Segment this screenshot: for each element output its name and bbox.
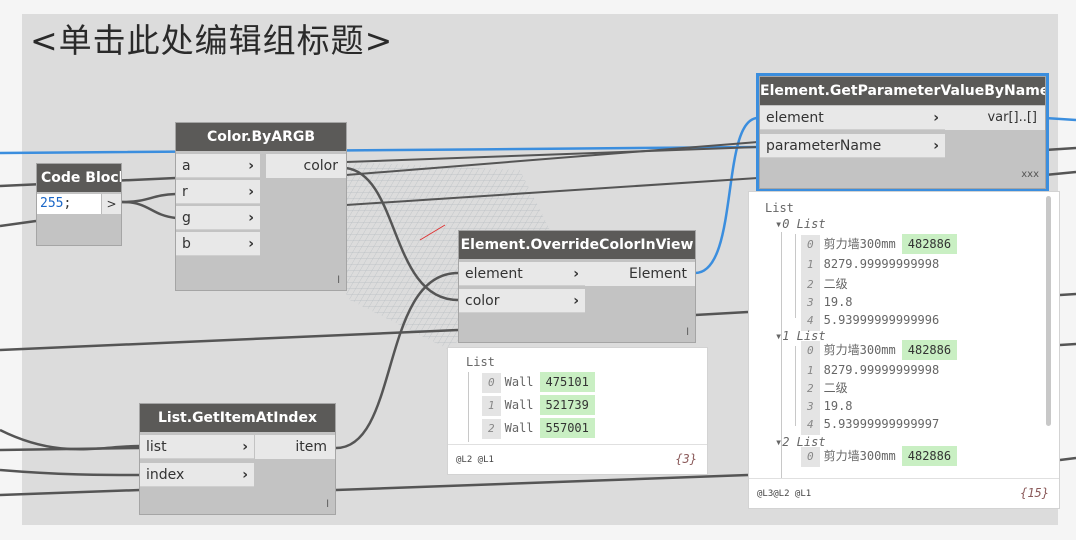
override-color-node[interactable]: Element.OverrideColorInView element› col…	[458, 230, 696, 343]
input-port-element[interactable]: element›	[760, 106, 945, 130]
input-port-r[interactable]: r›	[176, 180, 260, 204]
lacing-indicator[interactable]: l	[337, 275, 340, 286]
chevron-down-icon[interactable]: ▾	[775, 329, 783, 343]
list-group-label[interactable]: ▾1 List	[775, 329, 826, 343]
lacing-indicator[interactable]: xxx	[1021, 169, 1039, 180]
chevron-right-icon: ›	[573, 266, 579, 282]
list-group-label[interactable]: ▾0 List	[775, 217, 826, 231]
node-header[interactable]: Element.OverrideColorInView	[459, 231, 695, 259]
node-header[interactable]: Code Block	[37, 164, 121, 192]
lacing-indicator[interactable]: l	[326, 499, 329, 510]
input-port-list[interactable]: list›	[140, 435, 254, 459]
input-port-b[interactable]: b›	[176, 232, 260, 256]
group-title[interactable]: <单击此处编辑组标题>	[30, 21, 394, 60]
preview-list-header: List	[765, 201, 794, 215]
tree-line	[795, 346, 796, 426]
chevron-right-icon: ›	[573, 293, 579, 309]
node-header[interactable]: Element.GetParameterValueByName	[760, 77, 1045, 105]
tree-line	[781, 232, 782, 502]
code-value: 255	[40, 196, 64, 211]
list-levels[interactable]: @L2 @L1	[456, 455, 494, 465]
chevron-right-icon: ›	[933, 110, 939, 126]
preview-footer: @L2 @L1 {3}	[448, 444, 707, 474]
code-input[interactable]: 255;	[37, 194, 101, 214]
tree-line	[795, 234, 796, 318]
preview-footer: @L3@L2 @L1 {15}	[749, 478, 1059, 508]
list-group-label[interactable]: ▾2 List	[775, 435, 826, 449]
output-port-element[interactable]: Element	[585, 262, 695, 286]
chevron-right-icon: ›	[248, 236, 254, 252]
code-output-port[interactable]: >	[101, 194, 121, 214]
output-port-item[interactable]: item	[255, 435, 335, 459]
input-port-index[interactable]: index›	[140, 463, 254, 487]
preview-list-header: List	[466, 355, 495, 369]
input-port-g[interactable]: g›	[176, 206, 260, 230]
chevron-right-icon: ›	[248, 184, 254, 200]
list-levels[interactable]: @L3@L2 @L1	[757, 489, 812, 499]
input-port-parametername[interactable]: parameterName›	[760, 134, 945, 158]
lacing-indicator[interactable]: l	[686, 327, 689, 338]
output-port-color[interactable]: color	[266, 154, 346, 178]
chevron-down-icon[interactable]: ▾	[775, 217, 783, 231]
output-port-var[interactable]: var[]..[]	[945, 106, 1045, 130]
chevron-right-icon: ›	[248, 158, 254, 174]
chevron-right-icon: ›	[242, 467, 248, 483]
chevron-down-icon[interactable]: ▾	[775, 435, 783, 449]
chevron-right-icon: ›	[242, 439, 248, 455]
code-semicolon: ;	[63, 196, 72, 211]
input-port-color[interactable]: color›	[459, 289, 585, 313]
color-byargb-node[interactable]: Color.ByARGB a› r› g› b› color l	[175, 122, 347, 291]
get-item-at-index-node[interactable]: List.GetItemAtIndex list› index› item l	[139, 403, 336, 515]
tree-line	[468, 372, 469, 442]
input-port-element[interactable]: element›	[459, 262, 585, 286]
node-header[interactable]: Color.ByARGB	[176, 123, 346, 151]
chevron-right-icon: ›	[248, 210, 254, 226]
chevron-right-icon: ›	[933, 138, 939, 154]
preview-scrollbar[interactable]	[1046, 196, 1051, 426]
node-header[interactable]: List.GetItemAtIndex	[140, 404, 335, 432]
get-parameter-node[interactable]: Element.GetParameterValueByName element›…	[756, 73, 1049, 192]
code-block-node[interactable]: Code Block 255; >	[36, 163, 122, 246]
input-port-a[interactable]: a›	[176, 154, 260, 178]
item-count: {15}	[1020, 486, 1049, 500]
item-count: {3}	[675, 452, 697, 466]
